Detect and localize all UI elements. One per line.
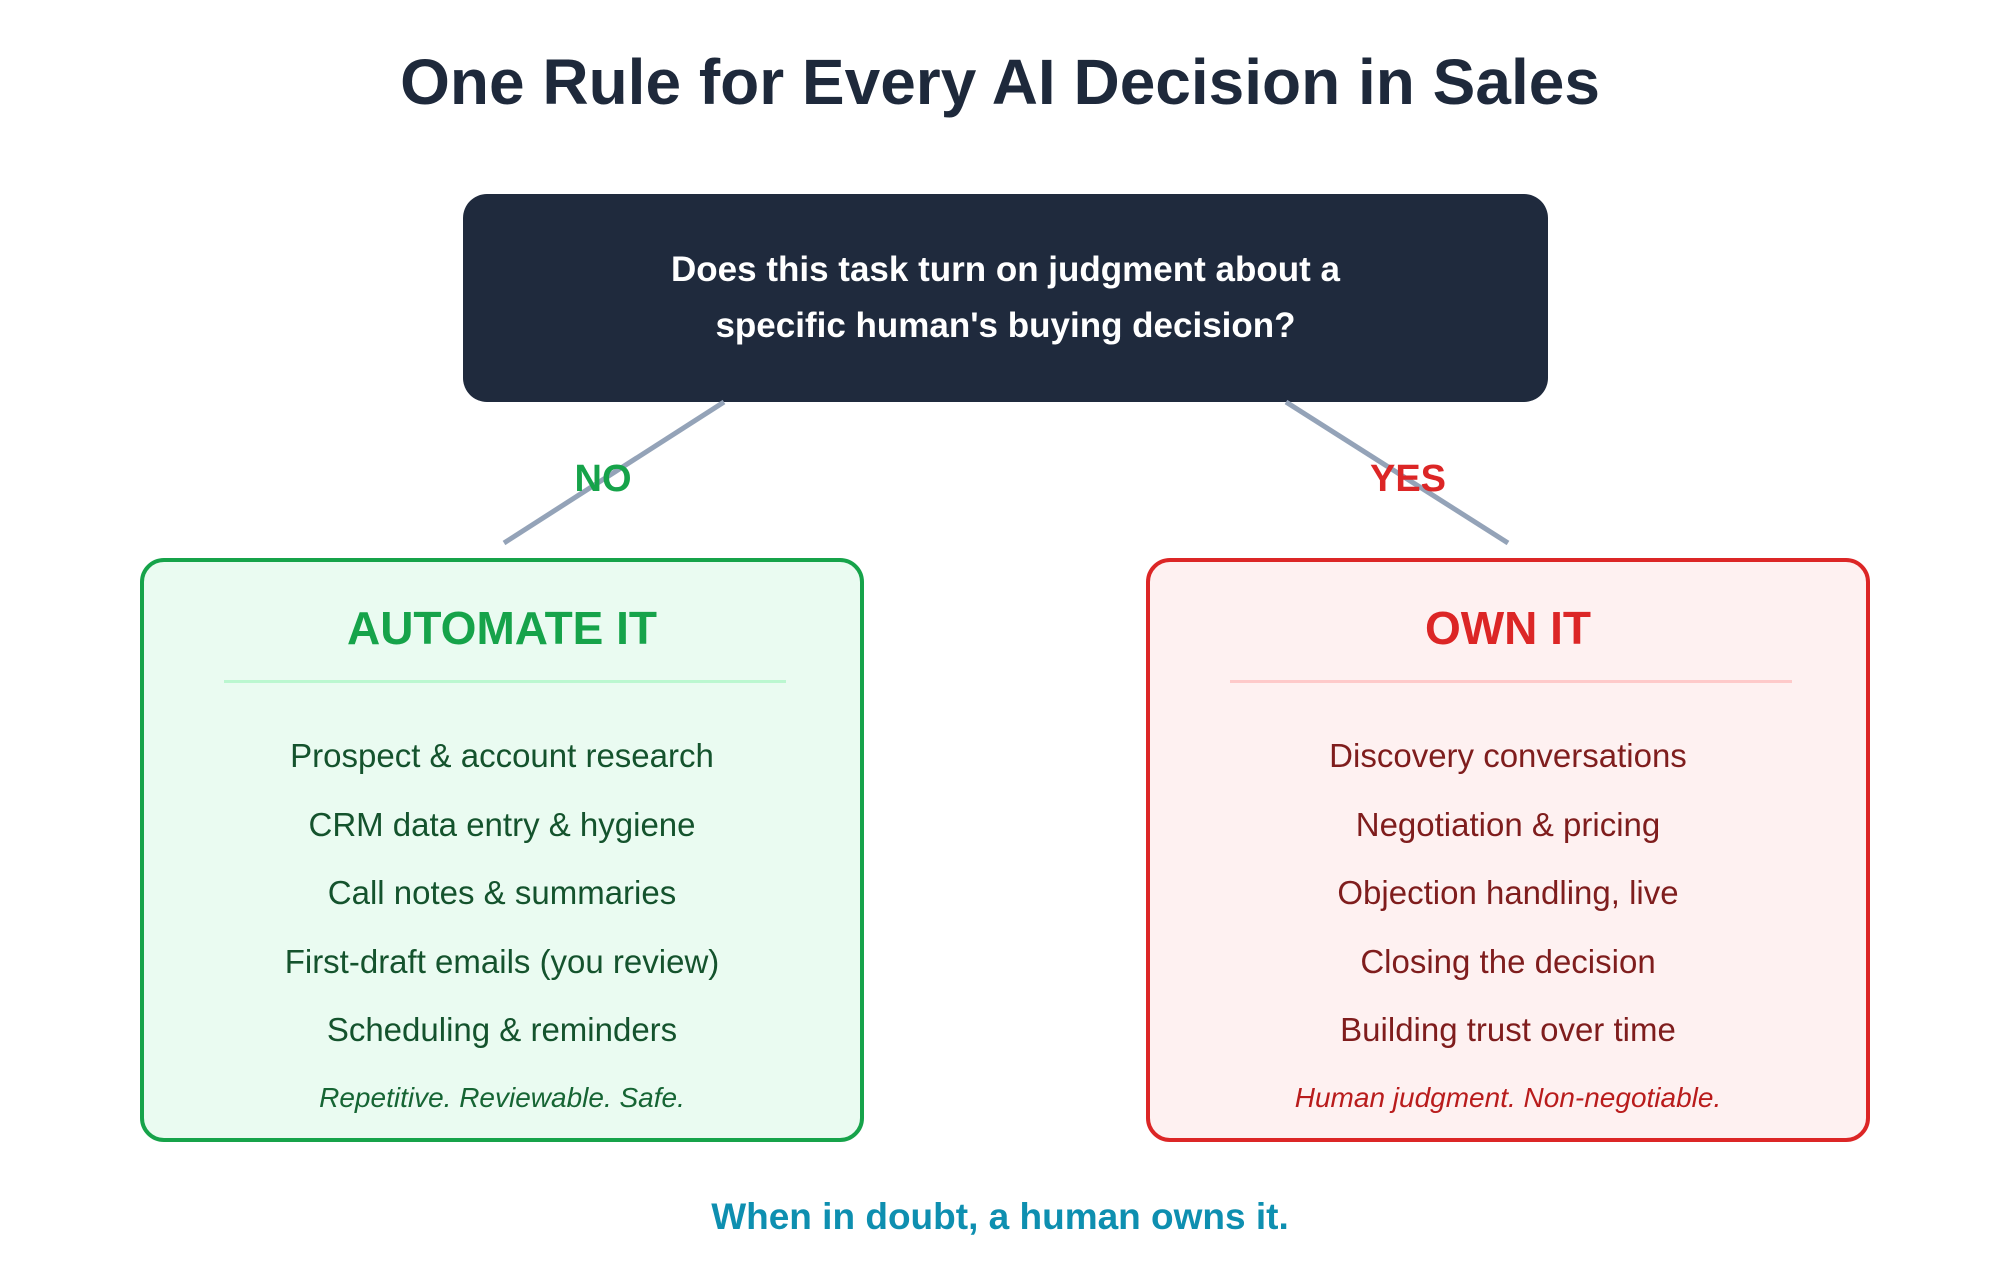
page-title: One Rule for Every AI Decision in Sales bbox=[400, 46, 1600, 118]
automate-list: Prospect & account research CRM data ent… bbox=[144, 722, 860, 1065]
list-item: Closing the decision bbox=[1360, 942, 1656, 980]
connector-yes bbox=[1284, 399, 1510, 546]
question-box: Does this task turn on judgment about a … bbox=[463, 194, 1548, 402]
connector-no bbox=[502, 399, 726, 546]
own-list: Discovery conversations Negotiation & pr… bbox=[1150, 722, 1866, 1065]
question-text: Does this task turn on judgment about a … bbox=[671, 250, 1340, 345]
footer-note: When in doubt, a human owns it. bbox=[711, 1196, 1289, 1237]
own-tagline: Human judgment. Non-negotiable. bbox=[1294, 1082, 1722, 1113]
own-divider bbox=[1230, 680, 1792, 683]
list-item: First-draft emails (you review) bbox=[284, 942, 720, 980]
list-item: Building trust over time bbox=[1340, 1011, 1676, 1048]
automate-divider bbox=[224, 680, 786, 683]
automate-heading: AUTOMATE IT bbox=[346, 602, 658, 654]
list-item: Negotiation & pricing bbox=[1355, 805, 1661, 843]
list-item: CRM data entry & hygiene bbox=[308, 805, 696, 843]
automate-panel: AUTOMATE IT Prospect & account research … bbox=[140, 558, 864, 1142]
list-item: Discovery conversations bbox=[1329, 737, 1687, 774]
list-item: Prospect & account research bbox=[290, 737, 714, 774]
automate-tagline: Repetitive. Reviewable. Safe. bbox=[319, 1082, 685, 1113]
own-panel: OWN IT Discovery conversations Negotiati… bbox=[1146, 558, 1870, 1142]
list-item: Objection handling, live bbox=[1337, 874, 1679, 911]
list-item: Call notes & summaries bbox=[327, 874, 677, 911]
branch-label-no: NO bbox=[574, 458, 632, 500]
own-heading: OWN IT bbox=[1424, 602, 1592, 654]
branch-label-yes: YES bbox=[1369, 458, 1447, 500]
list-item: Scheduling & reminders bbox=[326, 1011, 678, 1048]
